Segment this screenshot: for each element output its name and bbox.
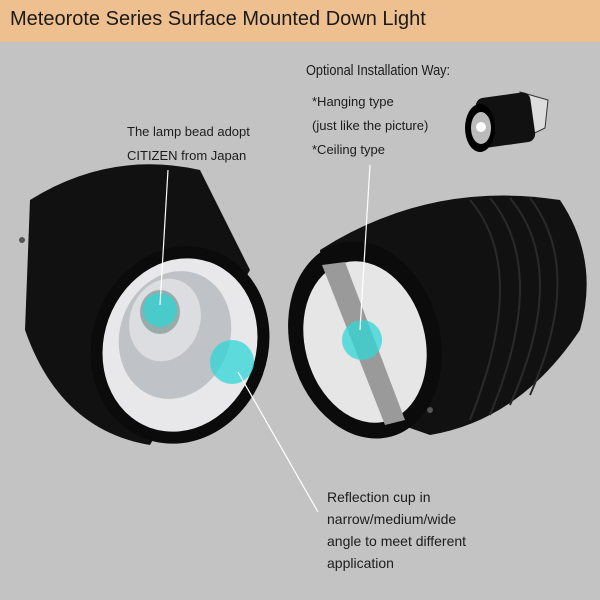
lamp-bead-line: CITIZEN from Japan: [127, 148, 247, 163]
installation-title: Optional Installation Way:: [306, 62, 451, 79]
hanging-type-thumbnail: [465, 91, 549, 152]
lamp-bead-caption: The lamp bead adopt CITIZEN from Japan: [127, 120, 250, 168]
reflection-pointer: [237, 371, 319, 513]
reflector-highlight: [210, 340, 254, 384]
reflection-caption: Reflection cup in narrow/medium/wide ang…: [327, 486, 466, 574]
left-downlight-image: [19, 164, 270, 445]
installation-ceiling: *Ceiling type: [312, 142, 385, 157]
header-banner: Meteorote Series Surface Mounted Down Li…: [0, 0, 600, 42]
reflection-line: narrow/medium/wide: [327, 511, 457, 527]
lamp-bead-highlight: [143, 293, 177, 327]
right-downlight-image: [288, 195, 587, 439]
installation-hanging: *Hanging type: [312, 94, 394, 109]
ceiling-pointer: [359, 164, 371, 331]
reflection-line: Reflection cup in: [327, 489, 431, 505]
page-title: Meteorote Series Surface Mounted Down Li…: [10, 8, 426, 30]
reflection-line: angle to meet different: [327, 533, 467, 549]
installation-note: (just like the picture): [312, 118, 429, 133]
installation-list: *Hanging type (just like the picture) *C…: [312, 90, 428, 162]
reflection-line: application: [327, 555, 394, 571]
driver-highlight: [342, 320, 382, 360]
lamp-bead-line: The lamp bead adopt: [127, 124, 250, 139]
lamp-bead-pointer: [159, 169, 169, 306]
